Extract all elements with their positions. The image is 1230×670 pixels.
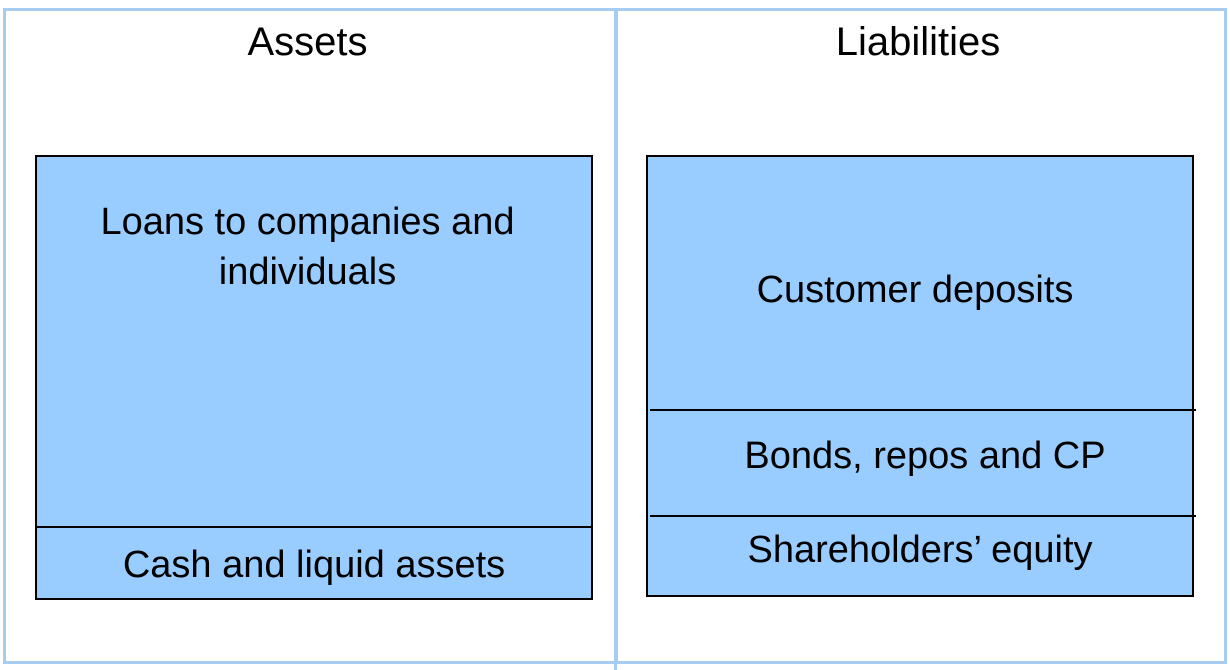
loans-label-line2: individuals xyxy=(218,251,397,293)
column-divider xyxy=(614,8,617,670)
assets-column xyxy=(3,8,618,664)
liabilities-divider-2 xyxy=(650,515,1196,517)
liabilities-heading: Liabilities xyxy=(835,20,1001,64)
assets-heading: Assets xyxy=(247,20,368,64)
loans-segment-label: Loans to companies and individuals xyxy=(35,197,580,297)
assets-segment-divider xyxy=(35,526,593,528)
assets-stack xyxy=(35,155,593,600)
cash-segment-label: Cash and liquid assets xyxy=(122,544,506,586)
equity-segment-label: Shareholders’ equity xyxy=(747,529,1093,571)
deposits-segment-label: Customer deposits xyxy=(756,269,1074,311)
loans-label-line1: Loans to companies and xyxy=(100,201,515,243)
bonds-segment-label: Bonds, repos and CP xyxy=(744,435,1106,477)
liabilities-divider-1 xyxy=(650,409,1196,411)
liabilities-stack xyxy=(646,155,1194,597)
